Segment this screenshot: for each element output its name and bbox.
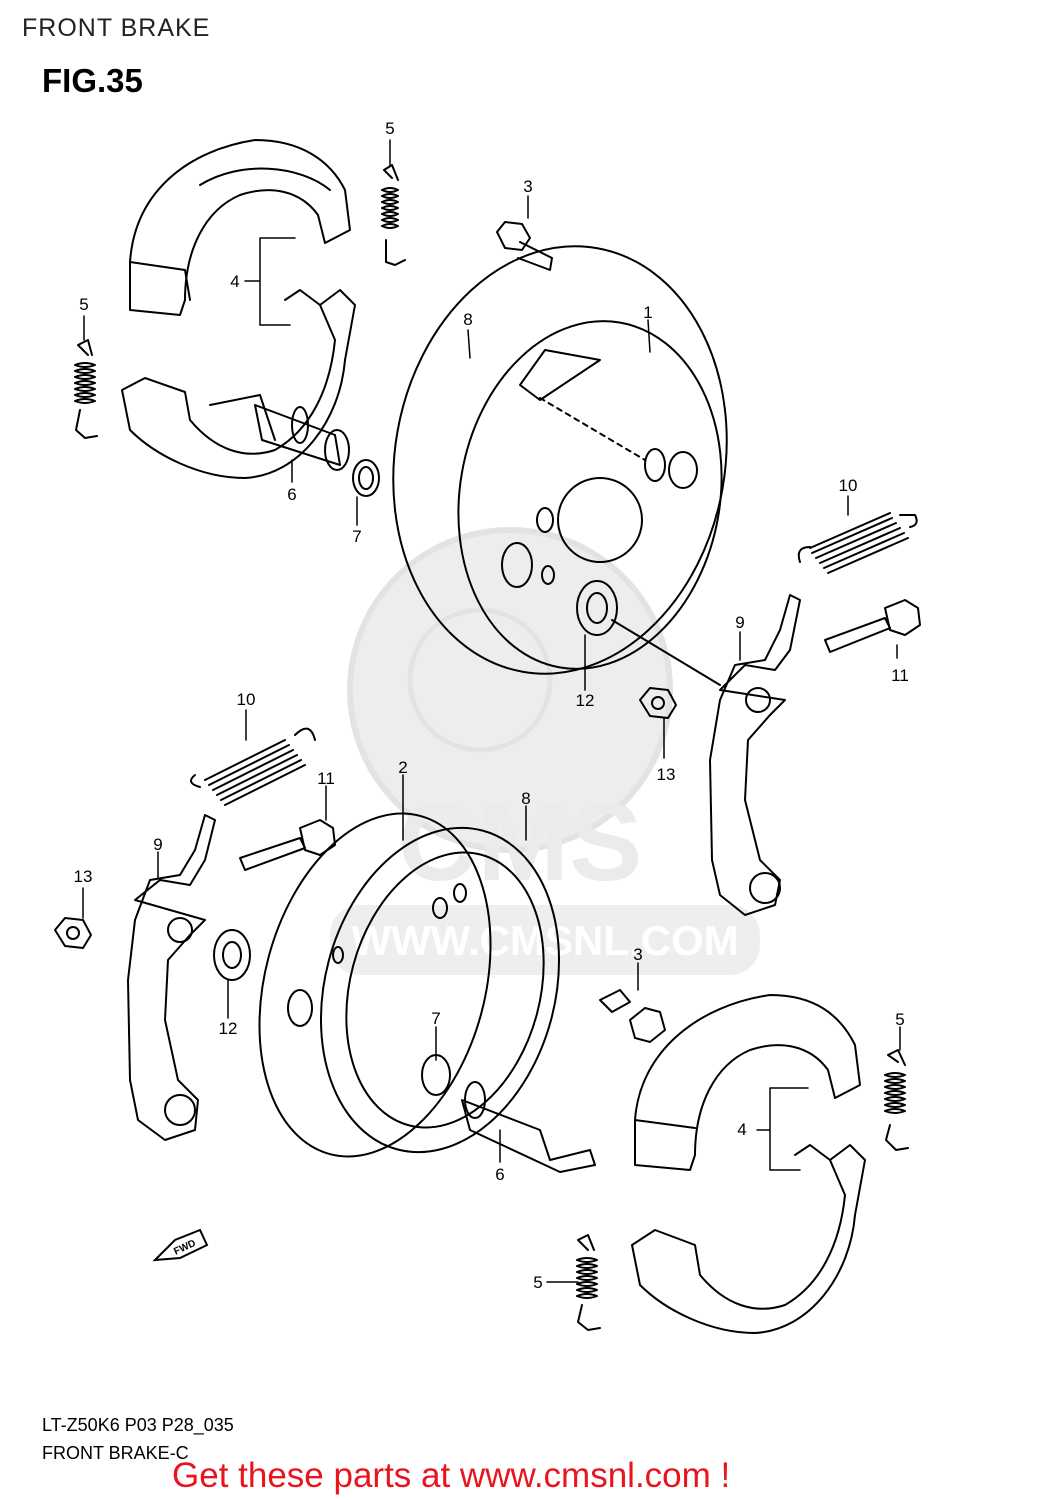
watermark-url: WWW.CMSNL.COM — [351, 917, 738, 964]
callout-10: 10 — [839, 476, 858, 495]
spring-5-bottom — [576, 1234, 601, 1331]
callout-11: 11 — [891, 666, 909, 685]
bolt-3-lower — [599, 989, 666, 1043]
brake-shoe-upper-left — [129, 139, 351, 316]
brake-shoe-lower-bottom — [631, 1144, 866, 1334]
callout-13: 13 — [657, 765, 676, 784]
spring-10-upper — [797, 512, 918, 574]
watermark-brand: CMS — [398, 781, 642, 904]
brake-drum-lower — [258, 812, 561, 1158]
brake-arm-upper — [709, 594, 801, 916]
callout-11: 11 — [317, 769, 335, 788]
callout-6: 6 — [287, 485, 296, 504]
callout-4: 4 — [737, 1120, 746, 1139]
callout-1: 1 — [643, 303, 652, 322]
brake-cam-upper — [254, 404, 350, 471]
spring-5-top — [381, 164, 406, 266]
callout-8: 8 — [463, 310, 472, 329]
callout-4: 4 — [230, 272, 239, 291]
callout-7: 7 — [352, 527, 361, 546]
callout-7: 7 — [431, 1009, 440, 1028]
callout-5: 5 — [385, 119, 394, 138]
bolt-11-lower — [239, 819, 336, 871]
bolt-3-upper — [496, 221, 553, 271]
callout-8: 8 — [521, 789, 530, 808]
bolt-11-upper — [824, 599, 921, 653]
diagram-name: FRONT BRAKE-C — [42, 1443, 189, 1463]
brake-cam-lower — [461, 1081, 596, 1173]
callout-12: 12 — [219, 1019, 238, 1038]
callout-12: 12 — [576, 691, 595, 710]
callout-2: 2 — [398, 758, 407, 777]
brake-shoe-lower-top — [634, 994, 861, 1171]
callout-10: 10 — [237, 690, 256, 709]
callout-5: 5 — [533, 1273, 542, 1292]
washer-12-upper — [576, 580, 618, 636]
watermark-logo: CMS WWW.CMSNL.COM — [330, 527, 760, 975]
spring-5-right — [884, 1049, 909, 1151]
callout-9: 9 — [153, 835, 162, 854]
spring-5-left — [74, 339, 98, 439]
washer-12-lower — [213, 929, 251, 981]
callout-9: 9 — [735, 613, 744, 632]
spring-10-lower — [190, 727, 316, 806]
callout-3: 3 — [523, 177, 532, 196]
callout-5: 5 — [79, 295, 88, 314]
page-header-title: FRONT BRAKE — [22, 14, 211, 42]
fwd-arrow-icon: FWD — [152, 1228, 209, 1262]
brake-panel-upper — [392, 245, 728, 675]
brake-arm-lower — [127, 814, 216, 1141]
callout-6: 6 — [495, 1165, 504, 1184]
shop-link[interactable]: Get these parts at www.cmsnl.com ! — [172, 1456, 731, 1495]
figure-label: FIG.35 — [42, 62, 143, 99]
nut-13-lower — [54, 917, 92, 949]
leader-lines — [82, 139, 901, 1283]
callout-3: 3 — [633, 945, 642, 964]
nut-13-upper — [639, 687, 677, 719]
callout-5: 5 — [895, 1010, 904, 1029]
callout-13: 13 — [74, 867, 93, 886]
diagram-code: LT-Z50K6 P03 P28_035 — [42, 1415, 234, 1435]
washer-upper — [352, 459, 380, 497]
brake-shoe-upper-right — [121, 289, 356, 479]
